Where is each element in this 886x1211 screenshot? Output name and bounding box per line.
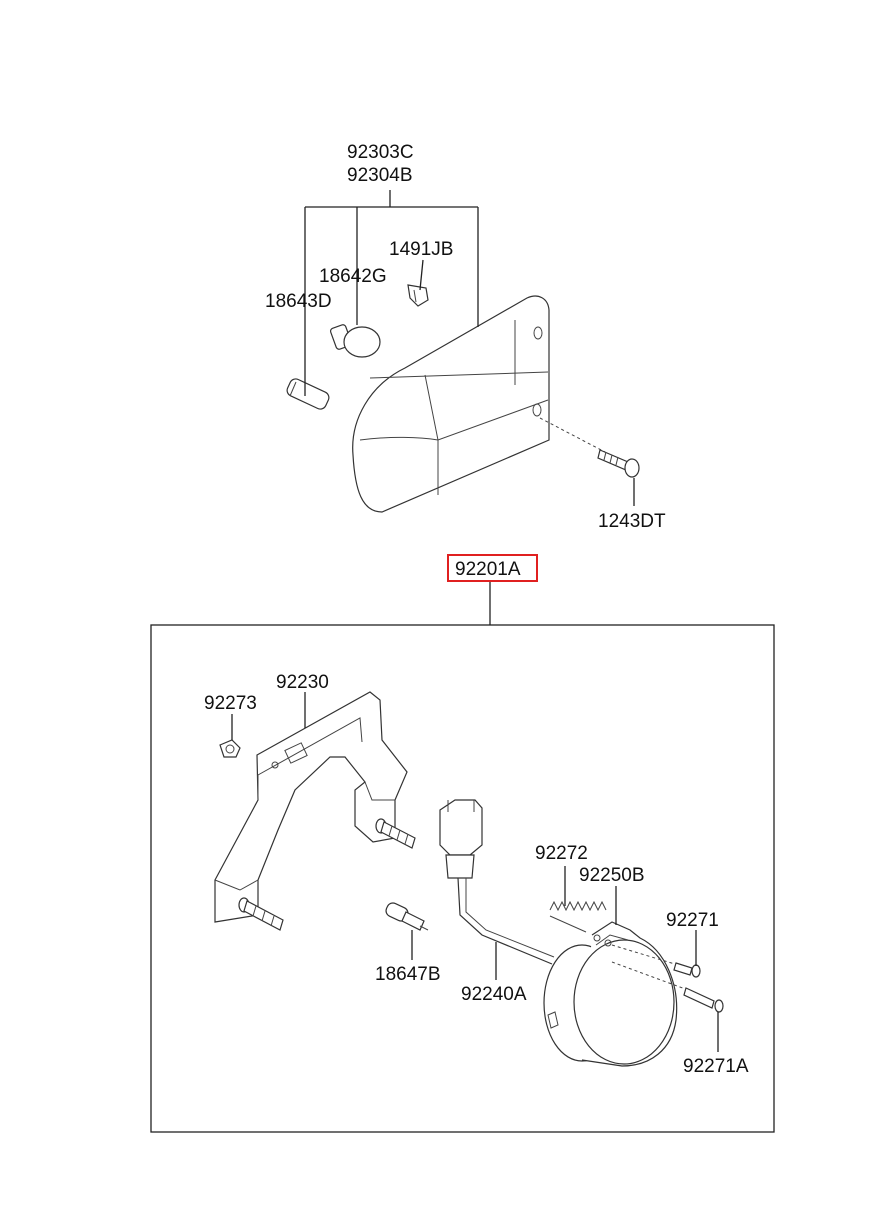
part-92201a-callout[interactable]: 92201A bbox=[447, 554, 538, 582]
label-18647b: 18647B bbox=[375, 964, 441, 985]
side-marker-lamp-assembly: 92303C 92304B 1491JB 18642G 18643D 1243D… bbox=[265, 142, 666, 532]
label-92271a: 92271A bbox=[683, 1056, 749, 1077]
label-18643d: 18643D bbox=[265, 291, 332, 312]
leader-1491jb bbox=[419, 259, 424, 291]
bulb-18642g bbox=[329, 324, 381, 358]
bracket-stud-right bbox=[375, 818, 416, 849]
label-92303c: 92303C bbox=[347, 142, 414, 163]
label-92271: 92271 bbox=[666, 910, 719, 931]
lamp-lens-crease bbox=[424, 374, 439, 495]
lamp-lower-hole bbox=[532, 403, 542, 417]
label-18642g: 18642G bbox=[319, 266, 387, 287]
clip-1491jb bbox=[407, 284, 429, 307]
nut-92273 bbox=[219, 739, 241, 758]
fog-lamp-assembly: 92230 92273 92272 92250B 92271 18647B 92… bbox=[204, 672, 749, 1077]
part-92201a-highlight-box bbox=[447, 554, 538, 582]
leader-92303c bbox=[304, 190, 479, 396]
bulb-18643d bbox=[286, 378, 330, 410]
lamp-housing bbox=[352, 295, 550, 513]
label-92250b: 92250B bbox=[579, 865, 645, 886]
label-92240a: 92240A bbox=[461, 984, 527, 1005]
label-1491jb: 1491JB bbox=[389, 239, 453, 260]
label-92304b: 92304B bbox=[347, 165, 413, 186]
spring-92272 bbox=[549, 900, 607, 933]
harness-92240a bbox=[439, 799, 555, 965]
fog-lamp-92250b bbox=[543, 921, 678, 1067]
screw-92271a bbox=[611, 961, 724, 1013]
bulb-18647b bbox=[385, 902, 429, 931]
label-92273: 92273 bbox=[204, 693, 257, 714]
label-92230: 92230 bbox=[276, 672, 329, 693]
lamp-lens-upper-line bbox=[369, 371, 549, 379]
bracket-stud-left bbox=[238, 897, 284, 931]
screw-1243dt bbox=[539, 417, 640, 478]
label-92272: 92272 bbox=[535, 843, 588, 864]
fog-lamp-assembly-frame bbox=[150, 624, 775, 1133]
label-92201a[interactable]: 92201A bbox=[455, 559, 521, 580]
label-1243dt: 1243DT bbox=[598, 511, 666, 532]
screw-92271 bbox=[611, 944, 701, 978]
lamp-upper-hole bbox=[533, 326, 543, 340]
